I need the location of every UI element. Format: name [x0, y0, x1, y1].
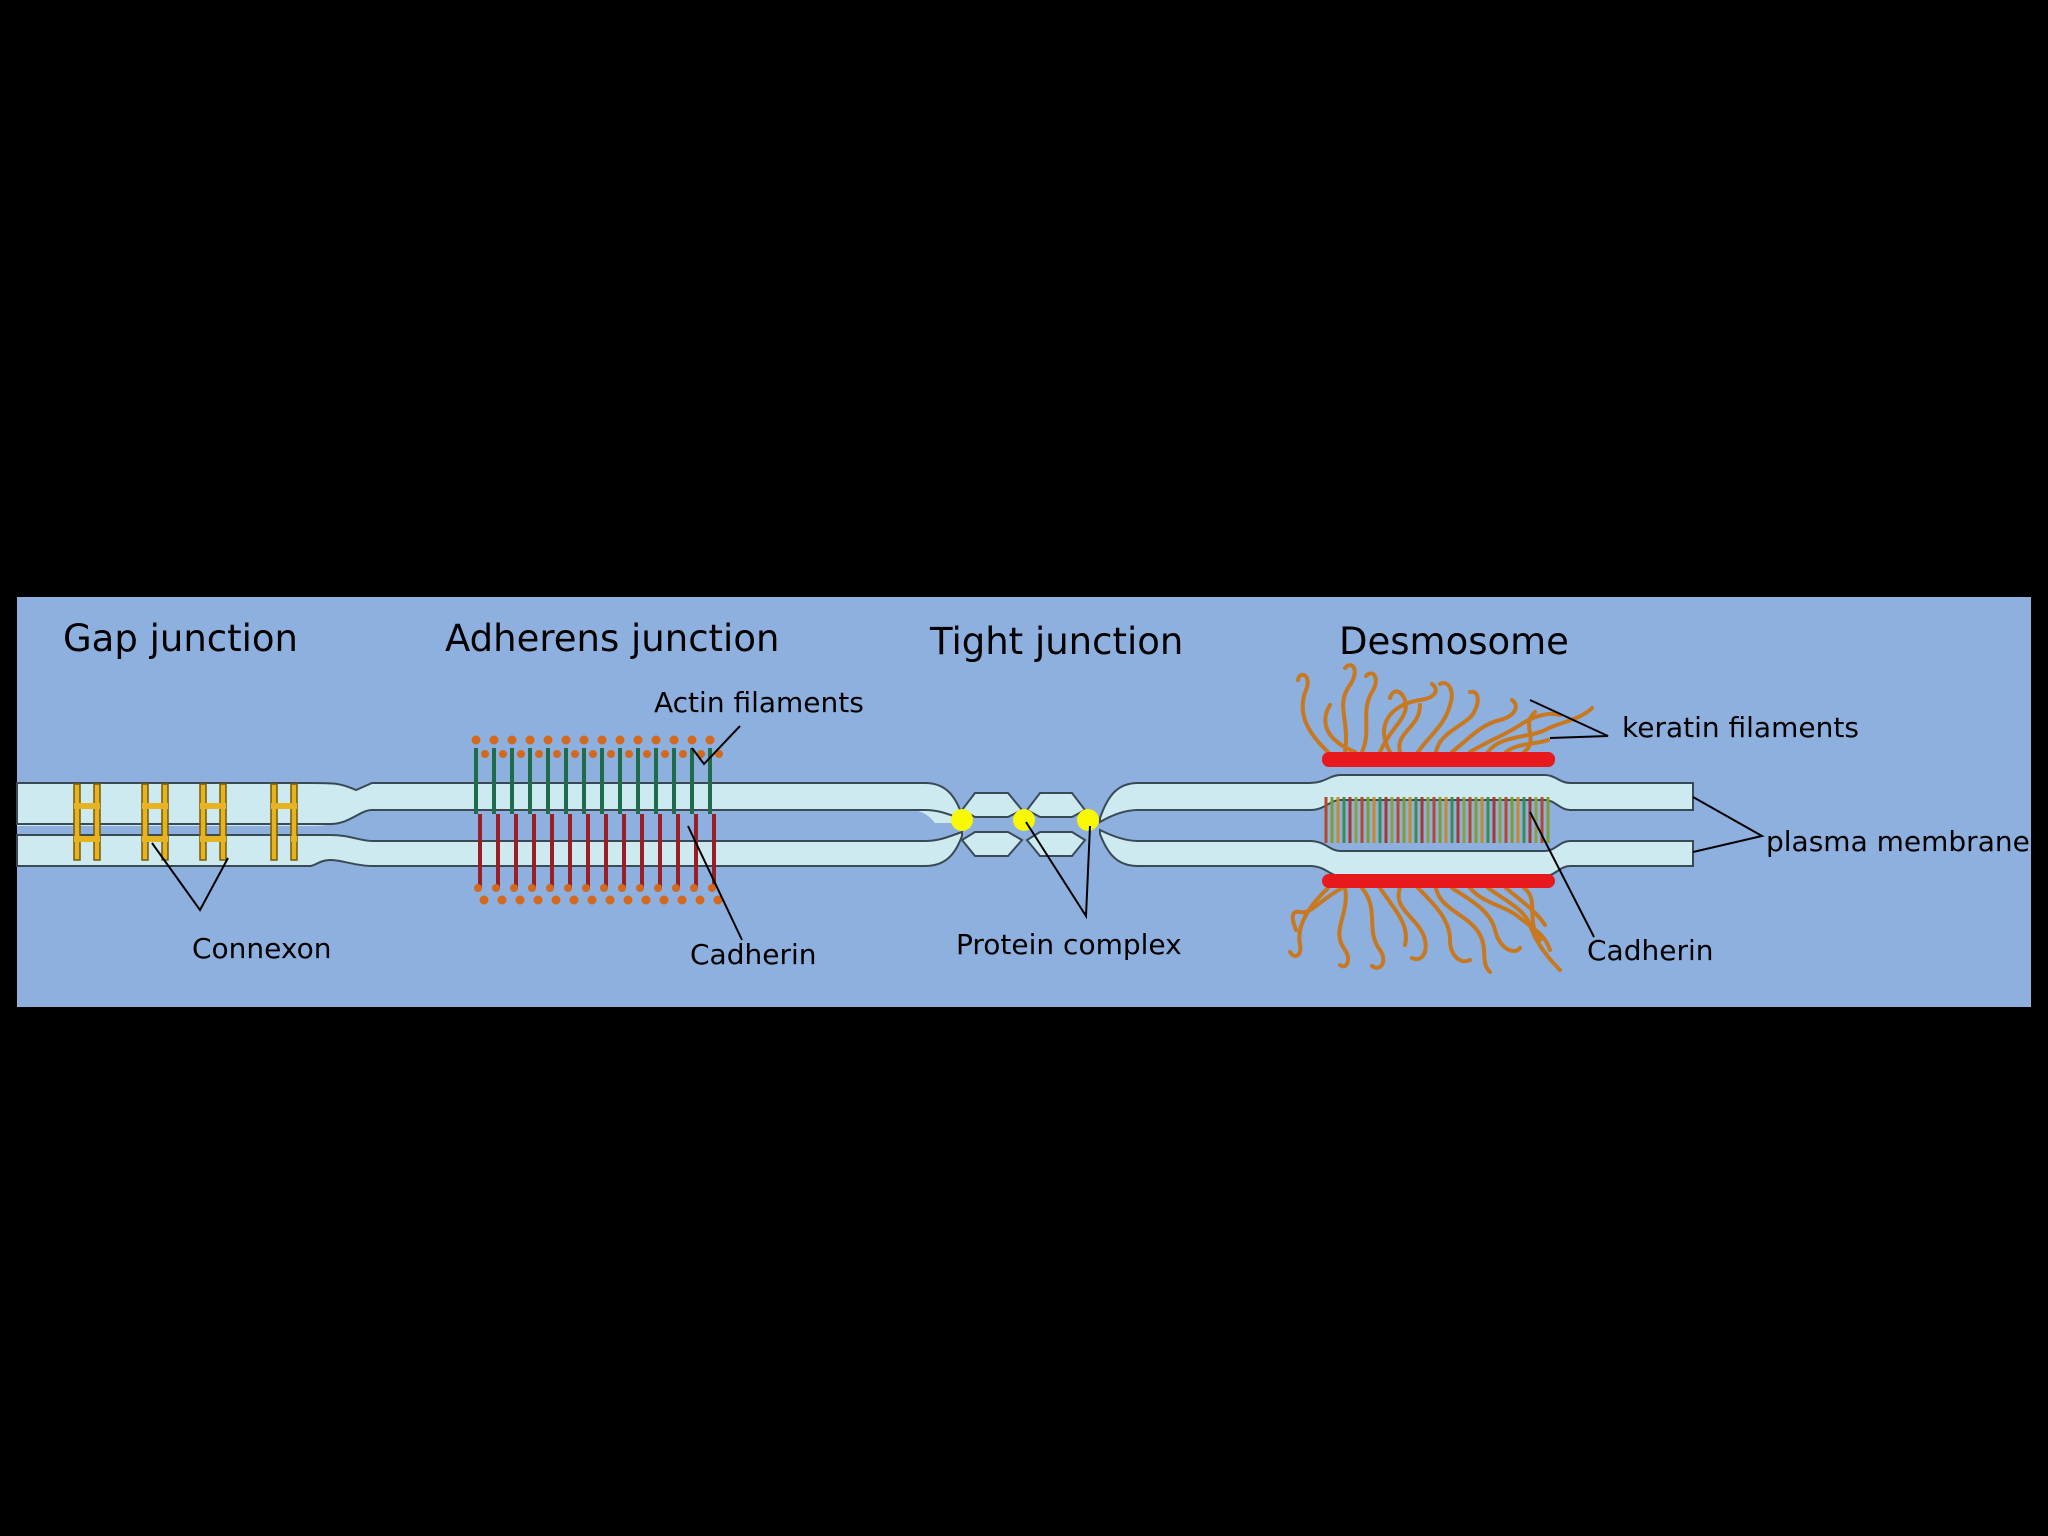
- actin-dot-bottom: [624, 896, 633, 905]
- connexon-1b: [94, 784, 100, 860]
- actin-dot-bottom: [654, 884, 662, 892]
- actin-dot-top: [580, 736, 589, 745]
- connexon-4a: [271, 784, 277, 860]
- actin-dot-top: [490, 736, 499, 745]
- actin-dot-bottom: [570, 896, 579, 905]
- connexon-bridge-4b: [291, 836, 297, 842]
- actin-dot-top: [688, 736, 697, 745]
- label-connexon: Connexon: [192, 932, 332, 965]
- connexon-bridge-2b: [142, 836, 168, 842]
- title-adherens-junction: Adherens junction: [445, 617, 779, 660]
- actin-dot-bottom: [528, 884, 536, 892]
- actin-dot-top: [598, 736, 607, 745]
- desmosome-plaque-top: [1322, 752, 1555, 767]
- actin-dot-bottom: [708, 884, 716, 892]
- actin-dot-top: [562, 736, 571, 745]
- label-keratin-filaments: keratin filaments: [1622, 711, 1859, 744]
- protein-complex-dot-3: [1077, 809, 1099, 831]
- actin-dot-top: [499, 750, 507, 758]
- actin-dot-bottom: [492, 884, 500, 892]
- connexon-bridge-1: [74, 803, 100, 809]
- connexon-bridge-4: [271, 803, 297, 809]
- actin-dot-bottom: [660, 896, 669, 905]
- actin-dot-bottom: [678, 896, 687, 905]
- title-desmosome: Desmosome: [1339, 620, 1569, 663]
- actin-dot-top: [661, 750, 669, 758]
- actin-dot-bottom: [582, 884, 590, 892]
- actin-dot-top: [589, 750, 597, 758]
- protein-complex-dot-1: [951, 809, 973, 831]
- actin-dot-top: [517, 750, 525, 758]
- label-plasma-membrane: plasma membrane: [1766, 825, 2030, 858]
- connexon-1a: [74, 784, 80, 860]
- actin-dot-bottom: [552, 896, 561, 905]
- actin-dot-bottom: [534, 896, 543, 905]
- actin-dot-bottom: [606, 896, 615, 905]
- desmosome-plaque-bottom: [1322, 874, 1555, 888]
- title-gap-junction: Gap junction: [63, 617, 298, 660]
- connexon-bridge-2: [142, 803, 168, 809]
- actin-dot-top: [625, 750, 633, 758]
- actin-dot-bottom: [636, 884, 644, 892]
- actin-dot-top: [535, 750, 543, 758]
- actin-dot-bottom: [600, 884, 608, 892]
- connexon-3b: [220, 784, 226, 860]
- actin-dot-top: [571, 750, 579, 758]
- actin-dot-bottom: [516, 896, 525, 905]
- actin-dot-bottom: [546, 884, 554, 892]
- connexon-bridge-3: [200, 803, 226, 809]
- actin-dot-bottom: [510, 884, 518, 892]
- label-cadherin-desmosome: Cadherin: [1587, 934, 1714, 967]
- actin-dot-top: [544, 736, 553, 745]
- actin-dot-top: [508, 736, 517, 745]
- actin-dot-top: [553, 750, 561, 758]
- connexon-bridge-1b: [74, 836, 100, 842]
- actin-dot-top: [526, 736, 535, 745]
- actin-dot-top: [616, 736, 625, 745]
- label-cadherin-adherens: Cadherin: [690, 938, 817, 971]
- actin-dot-top: [670, 736, 679, 745]
- label-actin-filaments: Actin filaments: [654, 686, 864, 719]
- actin-dot-top: [706, 736, 715, 745]
- connexon-bridge-3b: [200, 836, 226, 842]
- actin-dot-top: [472, 736, 481, 745]
- actin-dot-bottom: [696, 896, 705, 905]
- actin-dot-bottom: [672, 884, 680, 892]
- connexon-3a: [200, 784, 206, 860]
- label-protein-complex: Protein complex: [956, 928, 1182, 961]
- protein-complex-dot-2: [1013, 809, 1035, 831]
- actin-dot-bottom: [564, 884, 572, 892]
- actin-dot-bottom: [690, 884, 698, 892]
- actin-dot-bottom: [588, 896, 597, 905]
- actin-dot-top: [679, 750, 687, 758]
- actin-dot-top: [481, 750, 489, 758]
- actin-dot-bottom: [642, 896, 651, 905]
- actin-dot-top: [652, 736, 661, 745]
- actin-dot-bottom: [498, 896, 507, 905]
- actin-dot-bottom: [618, 884, 626, 892]
- actin-dot-top: [634, 736, 643, 745]
- connexon-2a: [142, 784, 148, 860]
- actin-dot-bottom: [480, 896, 489, 905]
- connexon-2b: [162, 784, 168, 860]
- actin-dot-top: [607, 750, 615, 758]
- actin-dot-top: [643, 750, 651, 758]
- title-tight-junction: Tight junction: [929, 620, 1183, 663]
- actin-dot-bottom: [474, 884, 482, 892]
- connexon-4b: [291, 784, 297, 860]
